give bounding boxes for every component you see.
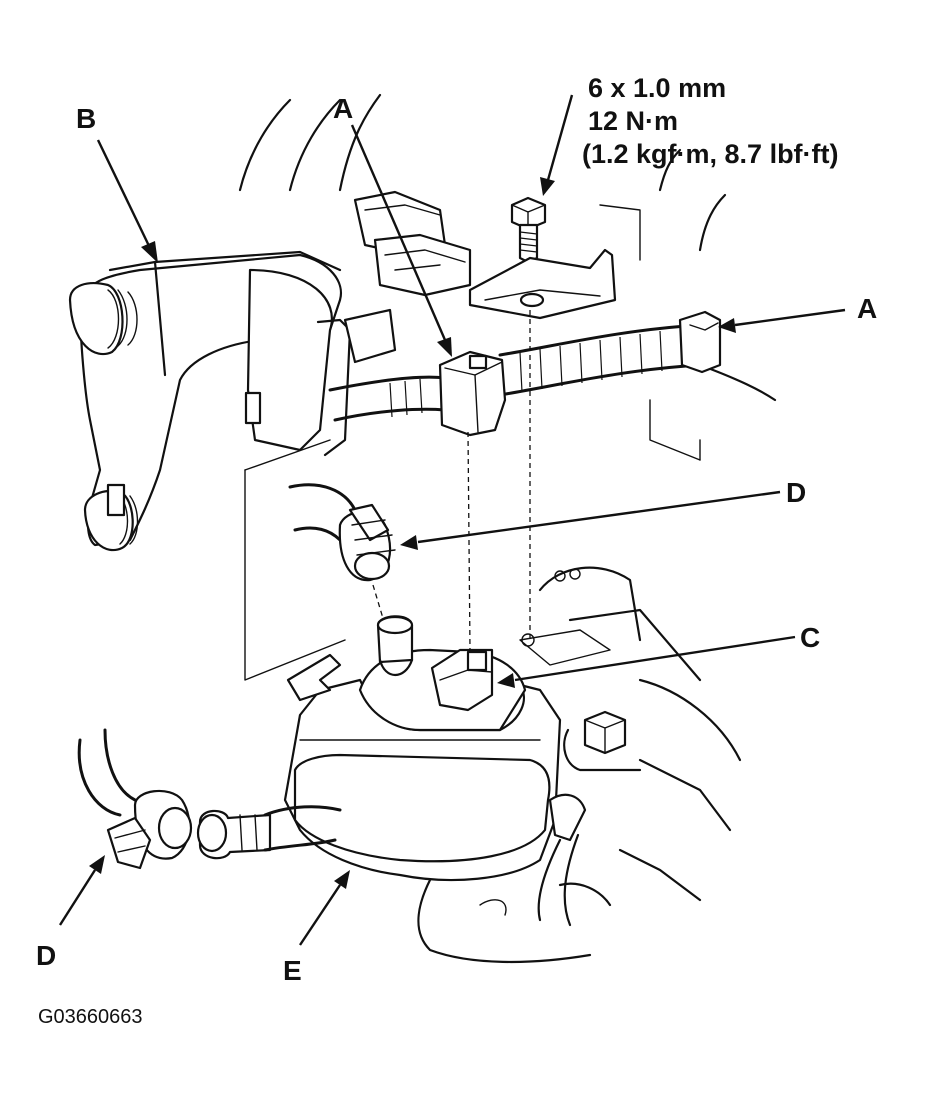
mount-bolt	[563, 710, 642, 772]
evap-canister-e	[196, 615, 587, 927]
bolt-spec-block: 6 x 1.0 mm 12 N·m (1.2 kgf·m, 8.7 lbf·ft…	[582, 73, 839, 169]
harness-clip-right	[678, 310, 722, 374]
callout-a-right: A	[857, 293, 877, 324]
mounting-bracket	[468, 248, 617, 320]
upper-connectors	[343, 190, 472, 364]
bolt-size: 6 x 1.0 mm	[588, 73, 726, 103]
alignment-line-clip	[467, 431, 471, 651]
alignment-line-hose	[372, 584, 386, 626]
callout-d-left: D	[36, 940, 56, 971]
bolt-torque-nm: 12 N·m	[588, 106, 678, 136]
intake-duct-b	[68, 250, 352, 551]
leader-lines	[58, 94, 846, 946]
harness-clip-center	[438, 350, 507, 437]
lower-hose-d	[77, 728, 193, 870]
wire-harness	[328, 323, 777, 422]
callout-d-right: D	[786, 477, 806, 508]
callout-c: C	[800, 622, 820, 653]
bolt-torque-alt: (1.2 kgf·m, 8.7 lbf·ft)	[582, 139, 839, 169]
engine-background	[238, 93, 742, 964]
callout-a-top: A	[333, 93, 353, 124]
callout-e: E	[283, 955, 302, 986]
figure-id: G03660663	[38, 1006, 143, 1028]
callout-b: B	[76, 103, 96, 134]
upper-hose-d	[288, 483, 396, 582]
